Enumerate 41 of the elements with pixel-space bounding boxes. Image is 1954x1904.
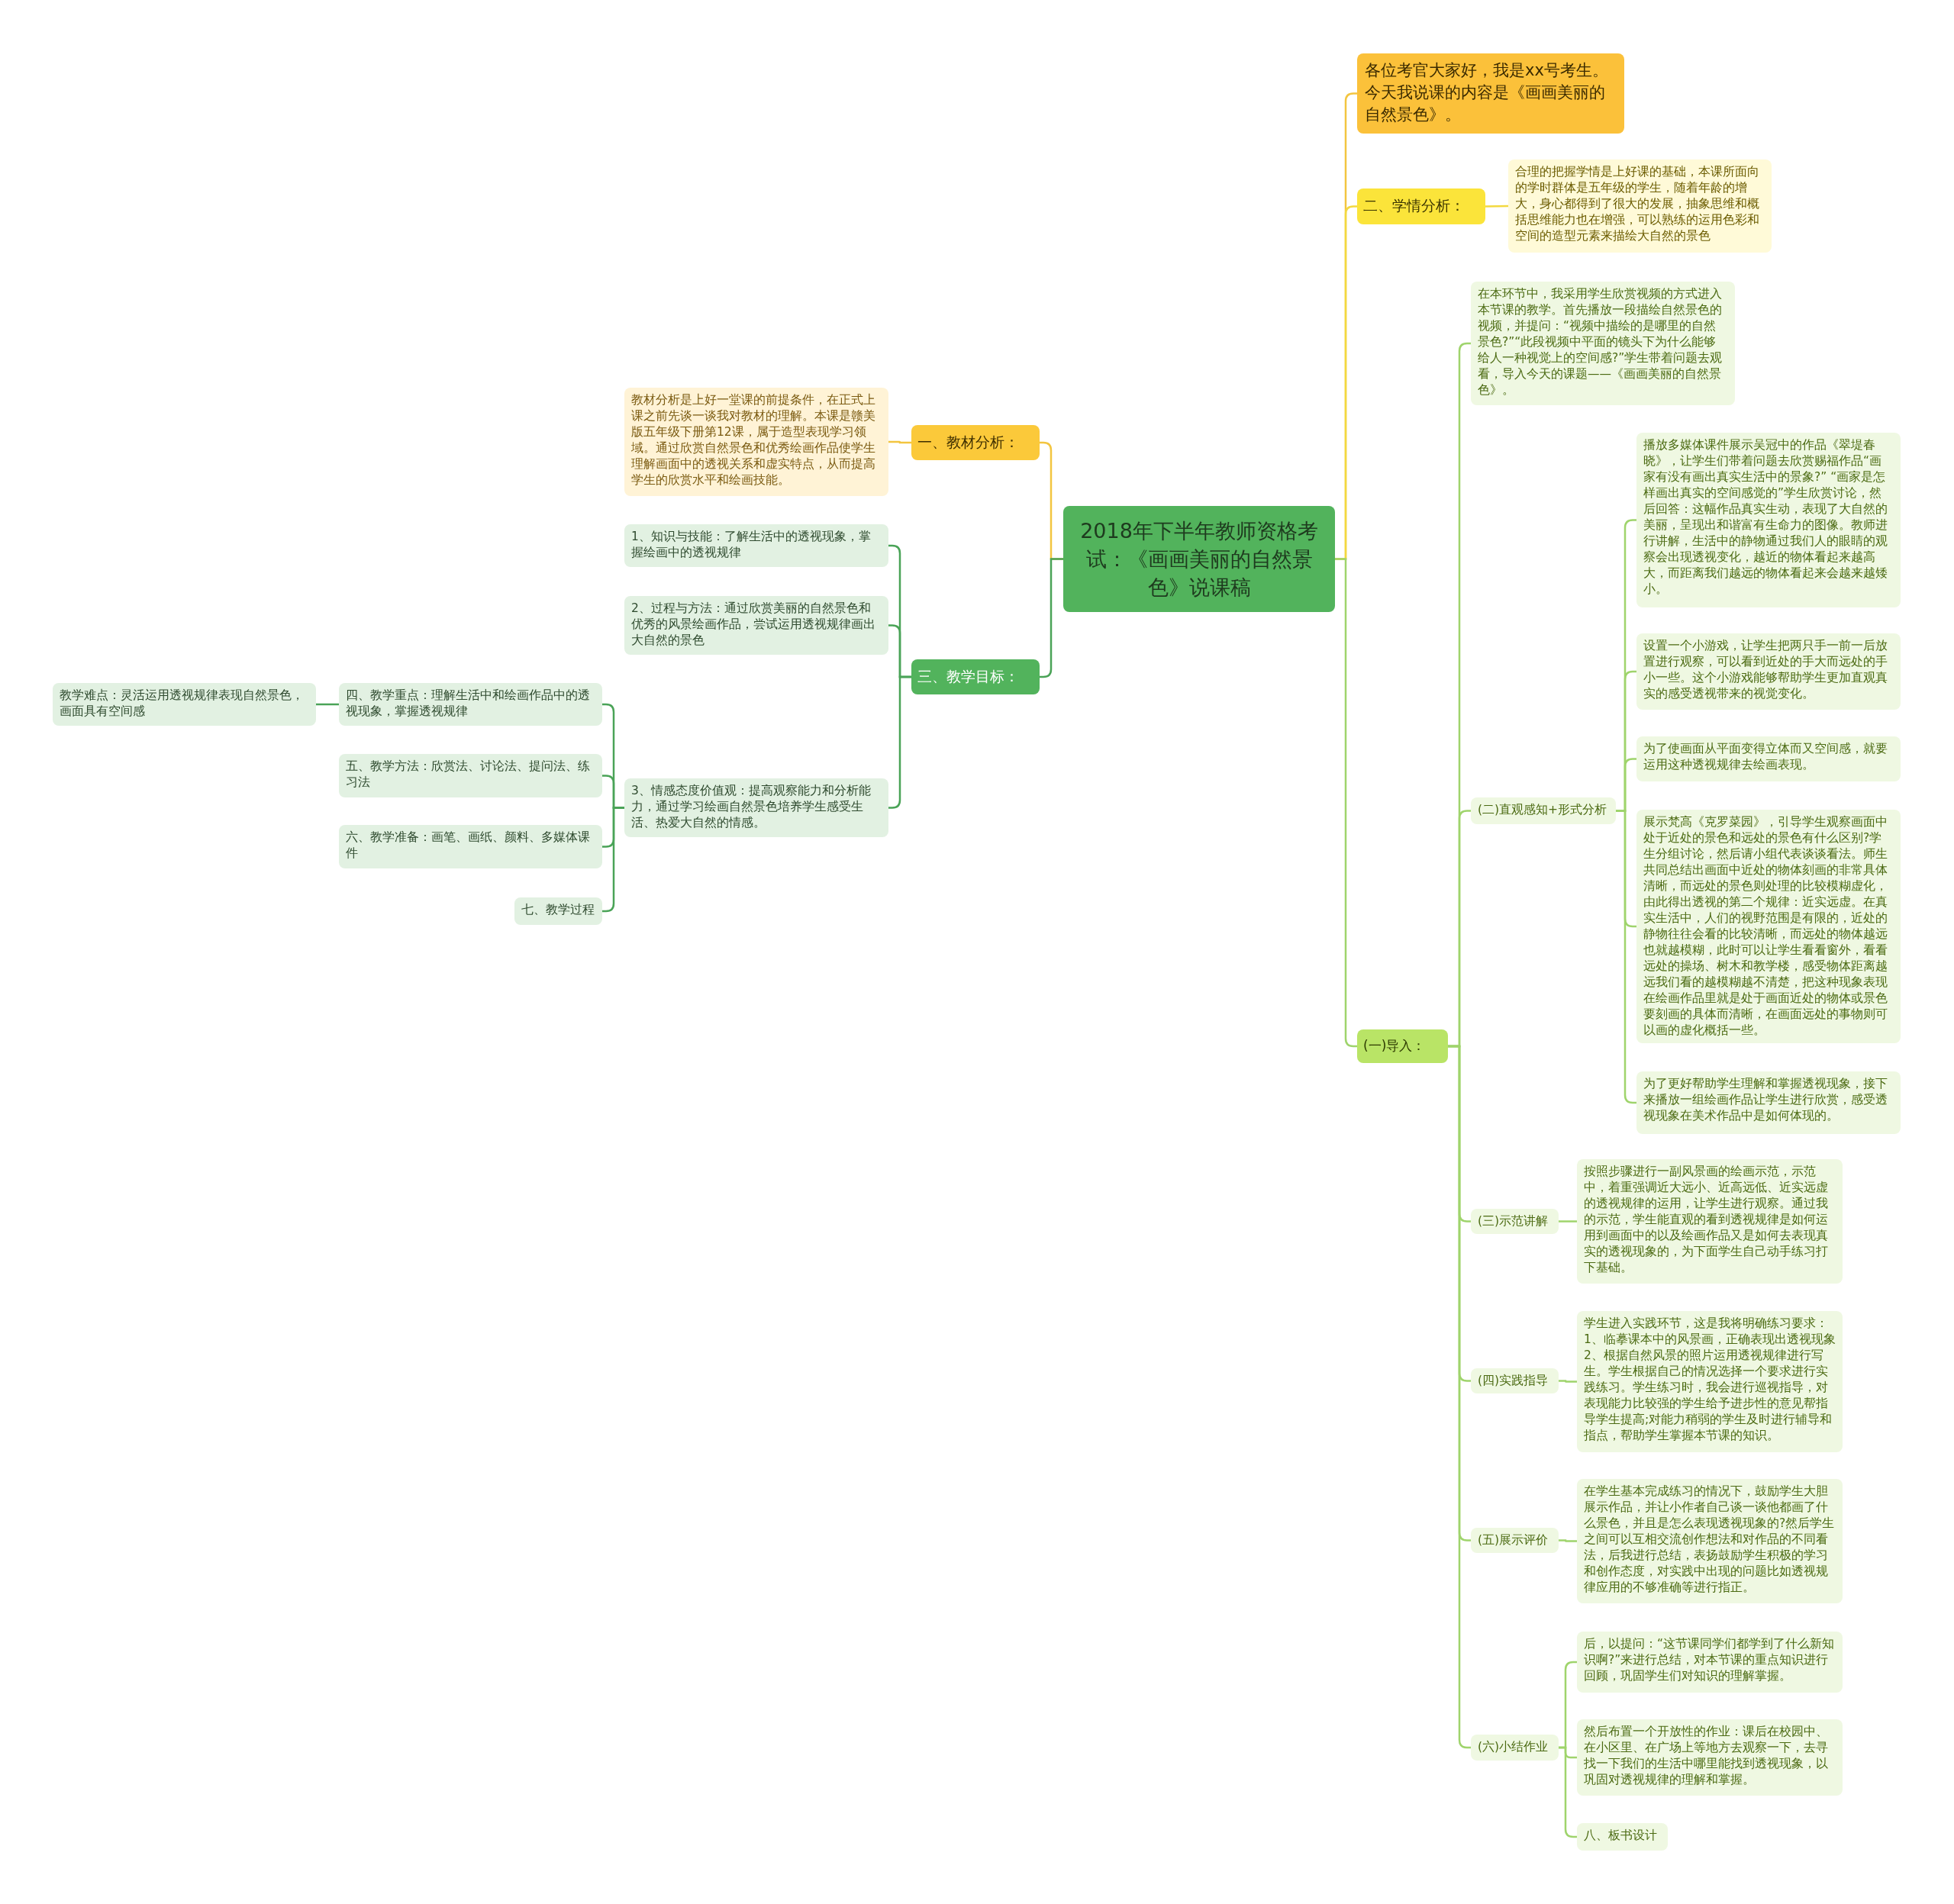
note-box: 八、板书设计 — [1577, 1823, 1668, 1851]
note-box: 然后布置一个开放性的作业：课后在校园中、在小区里、在广场上等地方去观察一下，去寻找一下我们的生活中哪里能找到透视现象，以巩固对透视规律的理解和掌握。 — [1577, 1719, 1843, 1796]
central-topic-box: 2018年下半年教师资格考试：《画画美丽的自然景色》说课稿 — [1063, 506, 1335, 612]
note-box: 1、知识与技能：了解生活中的透视现象，掌握绘画中的透视规律 — [624, 524, 888, 567]
note-box: 合理的把握学情是上好课的基础，本课所面向的学时群体是五年级的学生，随着年龄的增大，身心都得到了很大的发展，抽象思维和概括思维能力也在增强，可以熟练的运用色彩和空间的造型元素来描绘大自然的景色 — [1508, 159, 1772, 253]
connector-line — [1559, 1539, 1577, 1542]
note-box: 七、教学过程 — [514, 897, 602, 925]
note-box: (二)直观感知+形式分析 — [1471, 797, 1616, 824]
connector-line — [1559, 1380, 1577, 1383]
note-box: 五、教学方法：欣赏法、讨论法、提问法、练习法 — [339, 754, 602, 797]
note-box: 播放多媒体课件展示吴冠中的作品《翠堤春晓》，让学生们带着问题去欣赏赐福作品“画家有没有画出真实生活中的景象?” “画家是怎样画出真实的空间感觉的”学生欣赏讨论，然后回答：这幅作品真实生动，表现了大自然的美丽，呈现出和谐富有生命力的图像。教师进行讲解，生活中的静物通过我们人的眼睛的观察会出现透视变化，越近的物体看起来越高大，而距离我们越远的物体看起来会越来越矮小。 — [1636, 433, 1901, 607]
branch-box: 各位考官大家好，我是xx号考生。今天我说课的内容是《画画美丽的自然景色》。 — [1357, 53, 1624, 134]
connector-line — [888, 440, 911, 444]
note-box: 按照步骤进行一副风景画的绘画示范，示范中，着重强调近大远小、近高远低、近实远虚的透视规律的运用，让学生进行观察。通过我的示范，学生能直观的看到透视规律是如何运用到画面中的以及绘画作品又是如何去表现真实的透视现象的，为下面学生自己动手练习打下基础。 — [1577, 1159, 1843, 1284]
note-box: 后，以提问：“这节课同学们都学到了什么新知识啊?”来进行总结，对本节课的重点知识进行回顾，巩固学生们对知识的理解掌握。 — [1577, 1632, 1843, 1693]
note-box: (四)实践指导 — [1471, 1368, 1559, 1393]
connector-line — [1559, 1220, 1577, 1223]
note-box: (五)展示评价 — [1471, 1528, 1559, 1553]
note-box: (六)小结作业 — [1471, 1735, 1559, 1761]
note-box: 3、情感态度价值观：提高观察能力和分析能力，通过学习绘画自然景色培养学生感受生活、热爱大自然的情感。 — [624, 778, 888, 837]
note-box: 学生进入实践环节，这是我将明确练习要求：1、临摹课本中的风景画，正确表现出透视现象2、根据自然风景的照片运用透视规律进行写生。学生根据自己的情况选择一个要求进行实践练习。学生练习时，我会进行巡视指导，对表现能力比较强的学生给予进步性的意见帮指导学生提高;对能力稍弱的学生及时进行辅导和指点，帮助学生掌握本节课的知识。 — [1577, 1311, 1843, 1452]
note-box: (三)示范讲解 — [1471, 1209, 1559, 1234]
note-box: 展示梵高《克罗菜园》，引导学生观察画面中处于近处的景色和远处的景色有什么区别?学生分组讨论，然后请小组代表谈谈看法。师生共同总结出画面中近处的物体刻画的非常具体清晰，而远处的景色则处理的比较模糊虚化，由此得出透视的第二个规律：近实远虚。在真实生活中，人们的视野范围是有限的，近处的静物往往会看的比较清晰，而远处的物体越远也就越模糊，此时可以让学生看看窗外，看看远处的操场、树木和教学楼，感受物体距离越远我们看的越模糊越不清楚，把这种现象表现在绘画作品里就是处于画面近处的物体或景色要刻画的具体而清晰，在画面远处的事物则可以画的虚化概括一些。 — [1636, 810, 1901, 1043]
connector-line — [1485, 205, 1509, 208]
note-box: 在本环节中，我采用学生欣赏视频的方式进入本节课的教学。首先播放一段描绘自然景色的视频，并提问：“视频中描绘的是哪里的自然景色?”“此段视频中平面的镜头下为什么能够给人一种视觉上的空间感?”学生带着问题去观看，导入今天的课题——《画画美丽的自然景色》。 — [1471, 282, 1735, 405]
connector-line — [1616, 810, 1636, 1104]
note-box: 为了使画面从平面变得立体而又空间感，就要运用这种透视规律去绘画表现。 — [1636, 736, 1901, 781]
note-box: 在学生基本完成练习的情况下，鼓励学生大胆展示作品，并让小作者自己谈一谈他都画了什么景色，并且是怎么表现透视现象的?然后学生之间可以互相交流创作想法和对作品的不同看法，后我进行总结，表扬鼓励学生积极的学习和创作态度，对实践中出现的问题比如透视规律应用的不够准确等进行指正。 — [1577, 1479, 1843, 1603]
note-box: 教材分析是上好一堂课的前提条件，在正式上课之前先谈一谈我对教材的理解。本课是赣美版五年级下册第12课，属于造型表现学习领域。通过欣赏自然景色和优秀绘画作品使学生理解画面中的透视关系和虚实特点，从而提高学生的欣赏水平和绘画技能。 — [624, 388, 888, 496]
branch-box: 二、学情分析： — [1357, 188, 1485, 224]
branch-box: (一)导入： — [1357, 1029, 1448, 1063]
branch-box: 一、教材分析： — [911, 425, 1040, 460]
note-box: 六、教学准备：画笔、画纸、颜料、多媒体课件 — [339, 825, 602, 868]
branch-box: 三、教学目标： — [911, 659, 1040, 694]
note-box: 2、过程与方法：通过欣赏美丽的自然景色和优秀的风景绘画作品，尝试运用透视规律画出大自然的景色 — [624, 596, 888, 655]
note-box: 设置一个小游戏，让学生把两只手一前一后放置进行观察，可以看到近处的手大而远处的手小一些。这个小游戏能够帮助学生更加直观真实的感受透视带来的视觉变化。 — [1636, 633, 1901, 710]
connector-line — [1335, 558, 1358, 1048]
note-box: 为了更好帮助学生理解和掌握透视现象，接下来播放一组绘画作品让学生进行欣赏，感受透视现象在美术作品中是如何体现的。 — [1636, 1071, 1901, 1134]
connector-line — [316, 703, 339, 706]
note-box: 四、教学重点：理解生活中和绘画作品中的透视现象，掌握透视规律 — [339, 683, 602, 726]
note-box: 教学难点：灵活运用透视规律表现自然景色，画面具有空间感 — [53, 683, 316, 726]
